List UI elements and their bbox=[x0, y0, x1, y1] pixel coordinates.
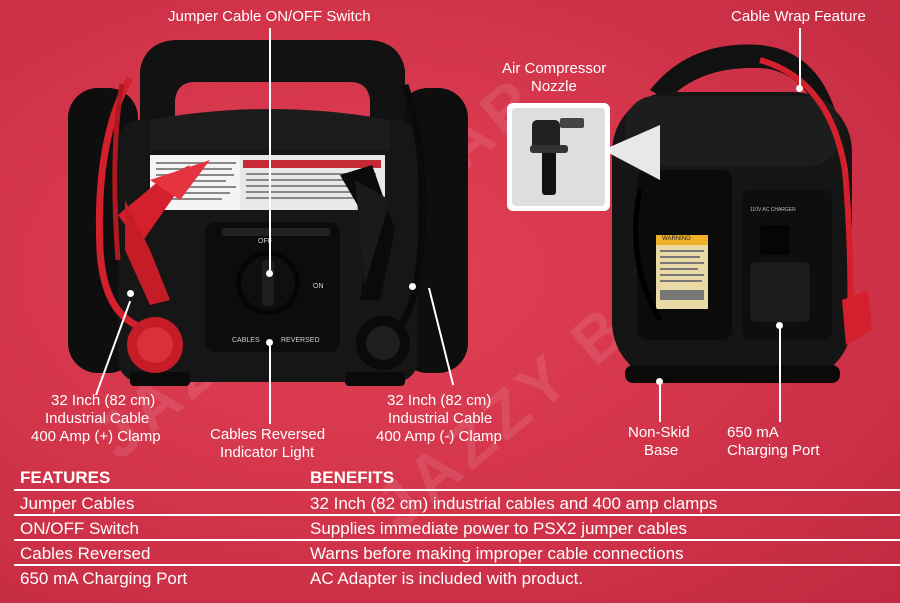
cable-wrap-leader bbox=[799, 28, 801, 86]
switch-callout: Jumper Cable ON/OFF Switch bbox=[168, 8, 371, 25]
negative-clamp-line3: 400 Amp (-) Clamp bbox=[376, 428, 502, 445]
reversed-indicator-line1: Cables Reversed bbox=[210, 426, 326, 443]
non-skid-leader-dot bbox=[656, 378, 663, 385]
charging-port-leader-dot bbox=[776, 322, 783, 329]
reversed-indicator-leader-dot bbox=[266, 339, 273, 346]
table-row: Cables Reversed Warns before making impr… bbox=[14, 541, 900, 566]
nozzle-callout-line1: Air Compressor bbox=[502, 60, 607, 77]
positive-clamp-line1: 32 Inch (82 cm) bbox=[51, 392, 156, 409]
positive-clamp-leader-dot bbox=[127, 290, 134, 297]
table-row: ON/OFF Switch Supplies immediate power t… bbox=[14, 516, 900, 541]
negative-clamp-line1: 32 Inch (82 cm) bbox=[387, 392, 492, 409]
non-skid-leader bbox=[659, 382, 661, 422]
warning-label: WARNING bbox=[662, 236, 691, 242]
benefit-cell: AC Adapter is included with product. bbox=[310, 569, 584, 588]
charging-port-leader bbox=[779, 325, 781, 422]
table-row: 650 mA Charging Port AC Adapter is inclu… bbox=[14, 566, 900, 591]
negative-clamp-line2: Industrial Cable bbox=[388, 410, 493, 427]
charger-input-label: 110V AC CHARGER bbox=[750, 207, 796, 213]
positive-clamp-line3: 400 Amp (+) Clamp bbox=[31, 428, 161, 445]
feature-cell: ON/OFF Switch bbox=[20, 519, 140, 538]
positive-clamp-line2: Industrial Cable bbox=[45, 410, 150, 427]
table-header-row: FEATURES BENEFITS bbox=[14, 465, 900, 491]
off-label: OFF bbox=[258, 238, 272, 245]
nozzle-callout-line2: Nozzle bbox=[531, 78, 577, 95]
cable-wrap-callout: Cable Wrap Feature bbox=[731, 8, 866, 25]
feature-cell: Jumper Cables bbox=[20, 494, 135, 513]
features-benefits-table: FEATURES BENEFITS Jumper Cables 32 Inch … bbox=[14, 465, 900, 591]
on-label: ON bbox=[313, 283, 324, 290]
negative-clamp-leader-dot bbox=[409, 283, 416, 290]
reversed-indicator-line2: Indicator Light bbox=[220, 444, 315, 461]
cables-label: CABLES bbox=[232, 337, 260, 344]
non-skid-line2: Base bbox=[644, 442, 679, 459]
benefit-cell: Warns before making improper cable conne… bbox=[310, 544, 684, 563]
feature-cell: 650 mA Charging Port bbox=[20, 569, 188, 588]
features-header: FEATURES bbox=[20, 468, 111, 487]
non-skid-line1: Non-Skid bbox=[628, 424, 690, 441]
benefit-cell: 32 Inch (82 cm) industrial cables and 40… bbox=[310, 494, 718, 513]
feature-cell: Cables Reversed bbox=[20, 544, 151, 563]
charging-port-line2: Charging Port bbox=[727, 442, 820, 459]
switch-leader-dot bbox=[266, 270, 273, 277]
reversed-indicator-leader bbox=[269, 342, 271, 424]
benefits-header: BENEFITS bbox=[310, 468, 395, 487]
cable-wrap-leader-dot bbox=[796, 85, 803, 92]
table-row: Jumper Cables 32 Inch (82 cm) industrial… bbox=[14, 491, 900, 516]
benefit-cell: Supplies immediate power to PSX2 jumper … bbox=[310, 519, 688, 538]
charging-port-line1: 650 mA bbox=[727, 424, 779, 441]
reversed-label: REVERSED bbox=[281, 337, 320, 344]
switch-leader bbox=[269, 28, 271, 273]
